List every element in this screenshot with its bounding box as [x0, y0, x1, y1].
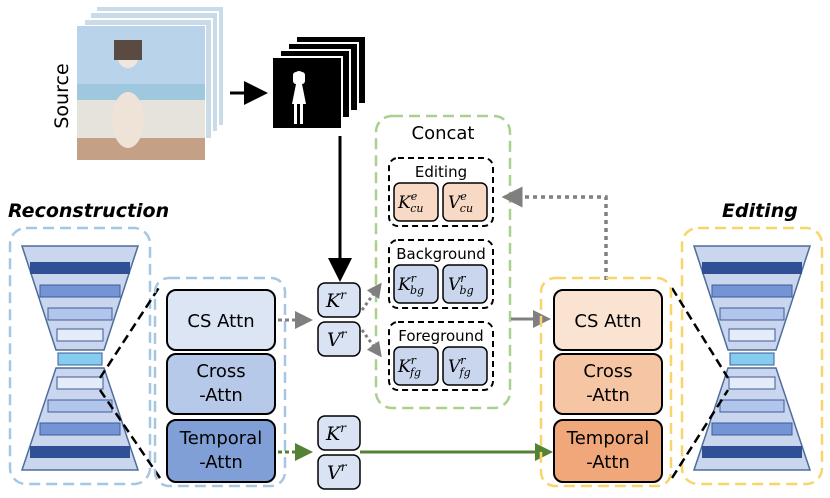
left-temporal-attn-block: Temporal -Attn [166, 419, 276, 483]
left-cs-attn-label: CS Attn [187, 311, 254, 332]
left-unet-frame [8, 226, 152, 486]
concat-frame [374, 114, 512, 410]
left-zoom-line-bottom [98, 389, 162, 479]
right-cross-attn-line2: -Attn [586, 385, 630, 406]
left-cross-attn-line2: -Attn [199, 385, 243, 406]
arrow-cs-to-editing [501, 186, 608, 280]
right-unet-bottleneck [729, 352, 775, 366]
editing-title-label: Editing [722, 200, 798, 222]
source-photo [76, 25, 206, 161]
editing-group-title: Editing [415, 163, 467, 181]
right-unet-frame [680, 226, 824, 486]
kv-temporal-stack: Kr Vr [317, 415, 361, 490]
right-cross-attn-block: Cross -Attn [553, 353, 663, 415]
right-temporal-attn-block: Temporal -Attn [553, 419, 663, 483]
right-cs-attn-label: CS Attn [574, 311, 641, 332]
left-cross-attn-line1: Cross [196, 361, 245, 382]
source-image-stack [76, 5, 225, 161]
mask-stack [271, 35, 367, 130]
right-cs-attn-block: CS Attn [553, 289, 663, 351]
kv-cs-k: Kr [325, 288, 347, 312]
background-group-title: Background [396, 245, 486, 263]
left-unet [8, 226, 152, 486]
kv-cs-v: Vr [327, 327, 348, 351]
arrow-kv-to-background [360, 282, 382, 311]
concat-label: Concat [412, 123, 475, 144]
reconstruction-label: Reconstruction [8, 200, 169, 222]
left-unet-bottleneck [57, 352, 103, 366]
left-attn-frame [153, 276, 287, 488]
right-zoom-line-bottom [670, 389, 730, 479]
kv-temporal-v: Vr [327, 460, 348, 484]
left-zoom-line-top [98, 285, 162, 379]
left-cross-attn-block: Cross -Attn [166, 353, 276, 415]
right-unet [680, 226, 824, 486]
mask-silhouette [292, 71, 306, 124]
right-cross-attn-line1: Cross [583, 361, 632, 382]
right-attn-frame [539, 276, 673, 488]
right-unet-decoder [692, 367, 812, 471]
arrow-kv-to-foreground [360, 329, 382, 358]
left-temporal-attn-line1: Temporal [179, 428, 262, 449]
left-unet-decoder [20, 367, 140, 471]
kv-temporal-k: Kr [325, 421, 347, 445]
right-temporal-attn-line2: -Attn [586, 452, 630, 473]
left-temporal-attn-line2: -Attn [199, 452, 243, 473]
right-temporal-attn-line1: Temporal [566, 428, 649, 449]
right-zoom-line-top [670, 287, 730, 379]
left-cs-attn-block: CS Attn [166, 289, 276, 351]
source-label: Source [51, 63, 73, 128]
kv-cs-stack: Kr Vr [317, 282, 361, 357]
foreground-group-title: Foreground [398, 327, 483, 345]
